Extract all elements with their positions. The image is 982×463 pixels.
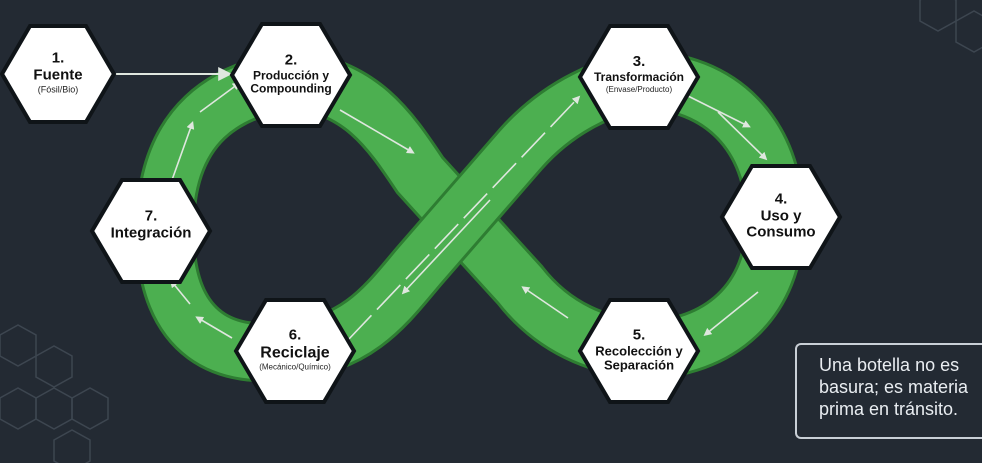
arrow-icon xyxy=(169,279,191,305)
node-number: 4. xyxy=(774,190,788,208)
arrow-icon xyxy=(347,95,581,341)
flow-arrows xyxy=(112,67,768,341)
node-number: 3. xyxy=(632,52,646,70)
node-number: 2. xyxy=(284,51,298,69)
infinity-band xyxy=(135,49,806,383)
arrow-icon xyxy=(199,82,241,113)
arrow-icon xyxy=(717,111,768,161)
hex-transformacion xyxy=(577,24,701,130)
hex-reciclaje xyxy=(233,298,357,404)
hex-integracion xyxy=(89,178,213,284)
arrow-icon xyxy=(171,120,195,181)
hex-fuente xyxy=(0,24,117,124)
hex-produccion xyxy=(229,22,353,128)
node-title: Reciclaje xyxy=(260,344,330,362)
arrow-icon xyxy=(521,286,569,319)
node-subtitle: (Fósil/Bio) xyxy=(37,84,79,95)
node-number: 7. xyxy=(144,207,158,225)
node-title: Transformación xyxy=(593,69,685,84)
node-subtitle: (Mecánico/Químico) xyxy=(259,362,331,372)
node-title: Integración xyxy=(110,224,192,241)
node-integracion: 7. Integración xyxy=(95,207,207,242)
quote-box: Una botella no es basura; es materia pri… xyxy=(795,343,982,439)
node-reciclaje: 6. Reciclaje (Mecánico/Químico) xyxy=(239,326,351,373)
node-title: Recolección y Separación xyxy=(595,342,683,373)
node-uso: 4. Uso y Consumo xyxy=(733,191,829,241)
node-recoleccion: 5. Recolección y Separación xyxy=(583,327,695,372)
arrow-icon xyxy=(339,109,415,154)
node-fuente: 1. Fuente (Fósil/Bio) xyxy=(0,49,118,96)
arrow-icon xyxy=(703,291,759,337)
arrow-icon xyxy=(687,95,751,128)
hex-recoleccion xyxy=(577,298,701,404)
arrow-icon xyxy=(195,316,233,339)
node-title: Uso y Consumo xyxy=(746,206,816,241)
node-number: 1. xyxy=(51,49,65,67)
node-produccion: 2. Producción y Compounding xyxy=(235,51,347,96)
arrow-icon xyxy=(401,199,491,295)
hex-uso xyxy=(719,164,843,270)
hexagons xyxy=(0,22,843,404)
node-title: Fuente xyxy=(33,66,83,84)
node-number: 6. xyxy=(288,326,302,344)
node-number: 5. xyxy=(632,326,646,344)
node-subtitle: (Envase/Producto) xyxy=(605,84,673,94)
node-title: Producción y Compounding xyxy=(250,68,332,96)
node-transformacion: 3. Transformación (Envase/Producto) xyxy=(583,52,695,94)
